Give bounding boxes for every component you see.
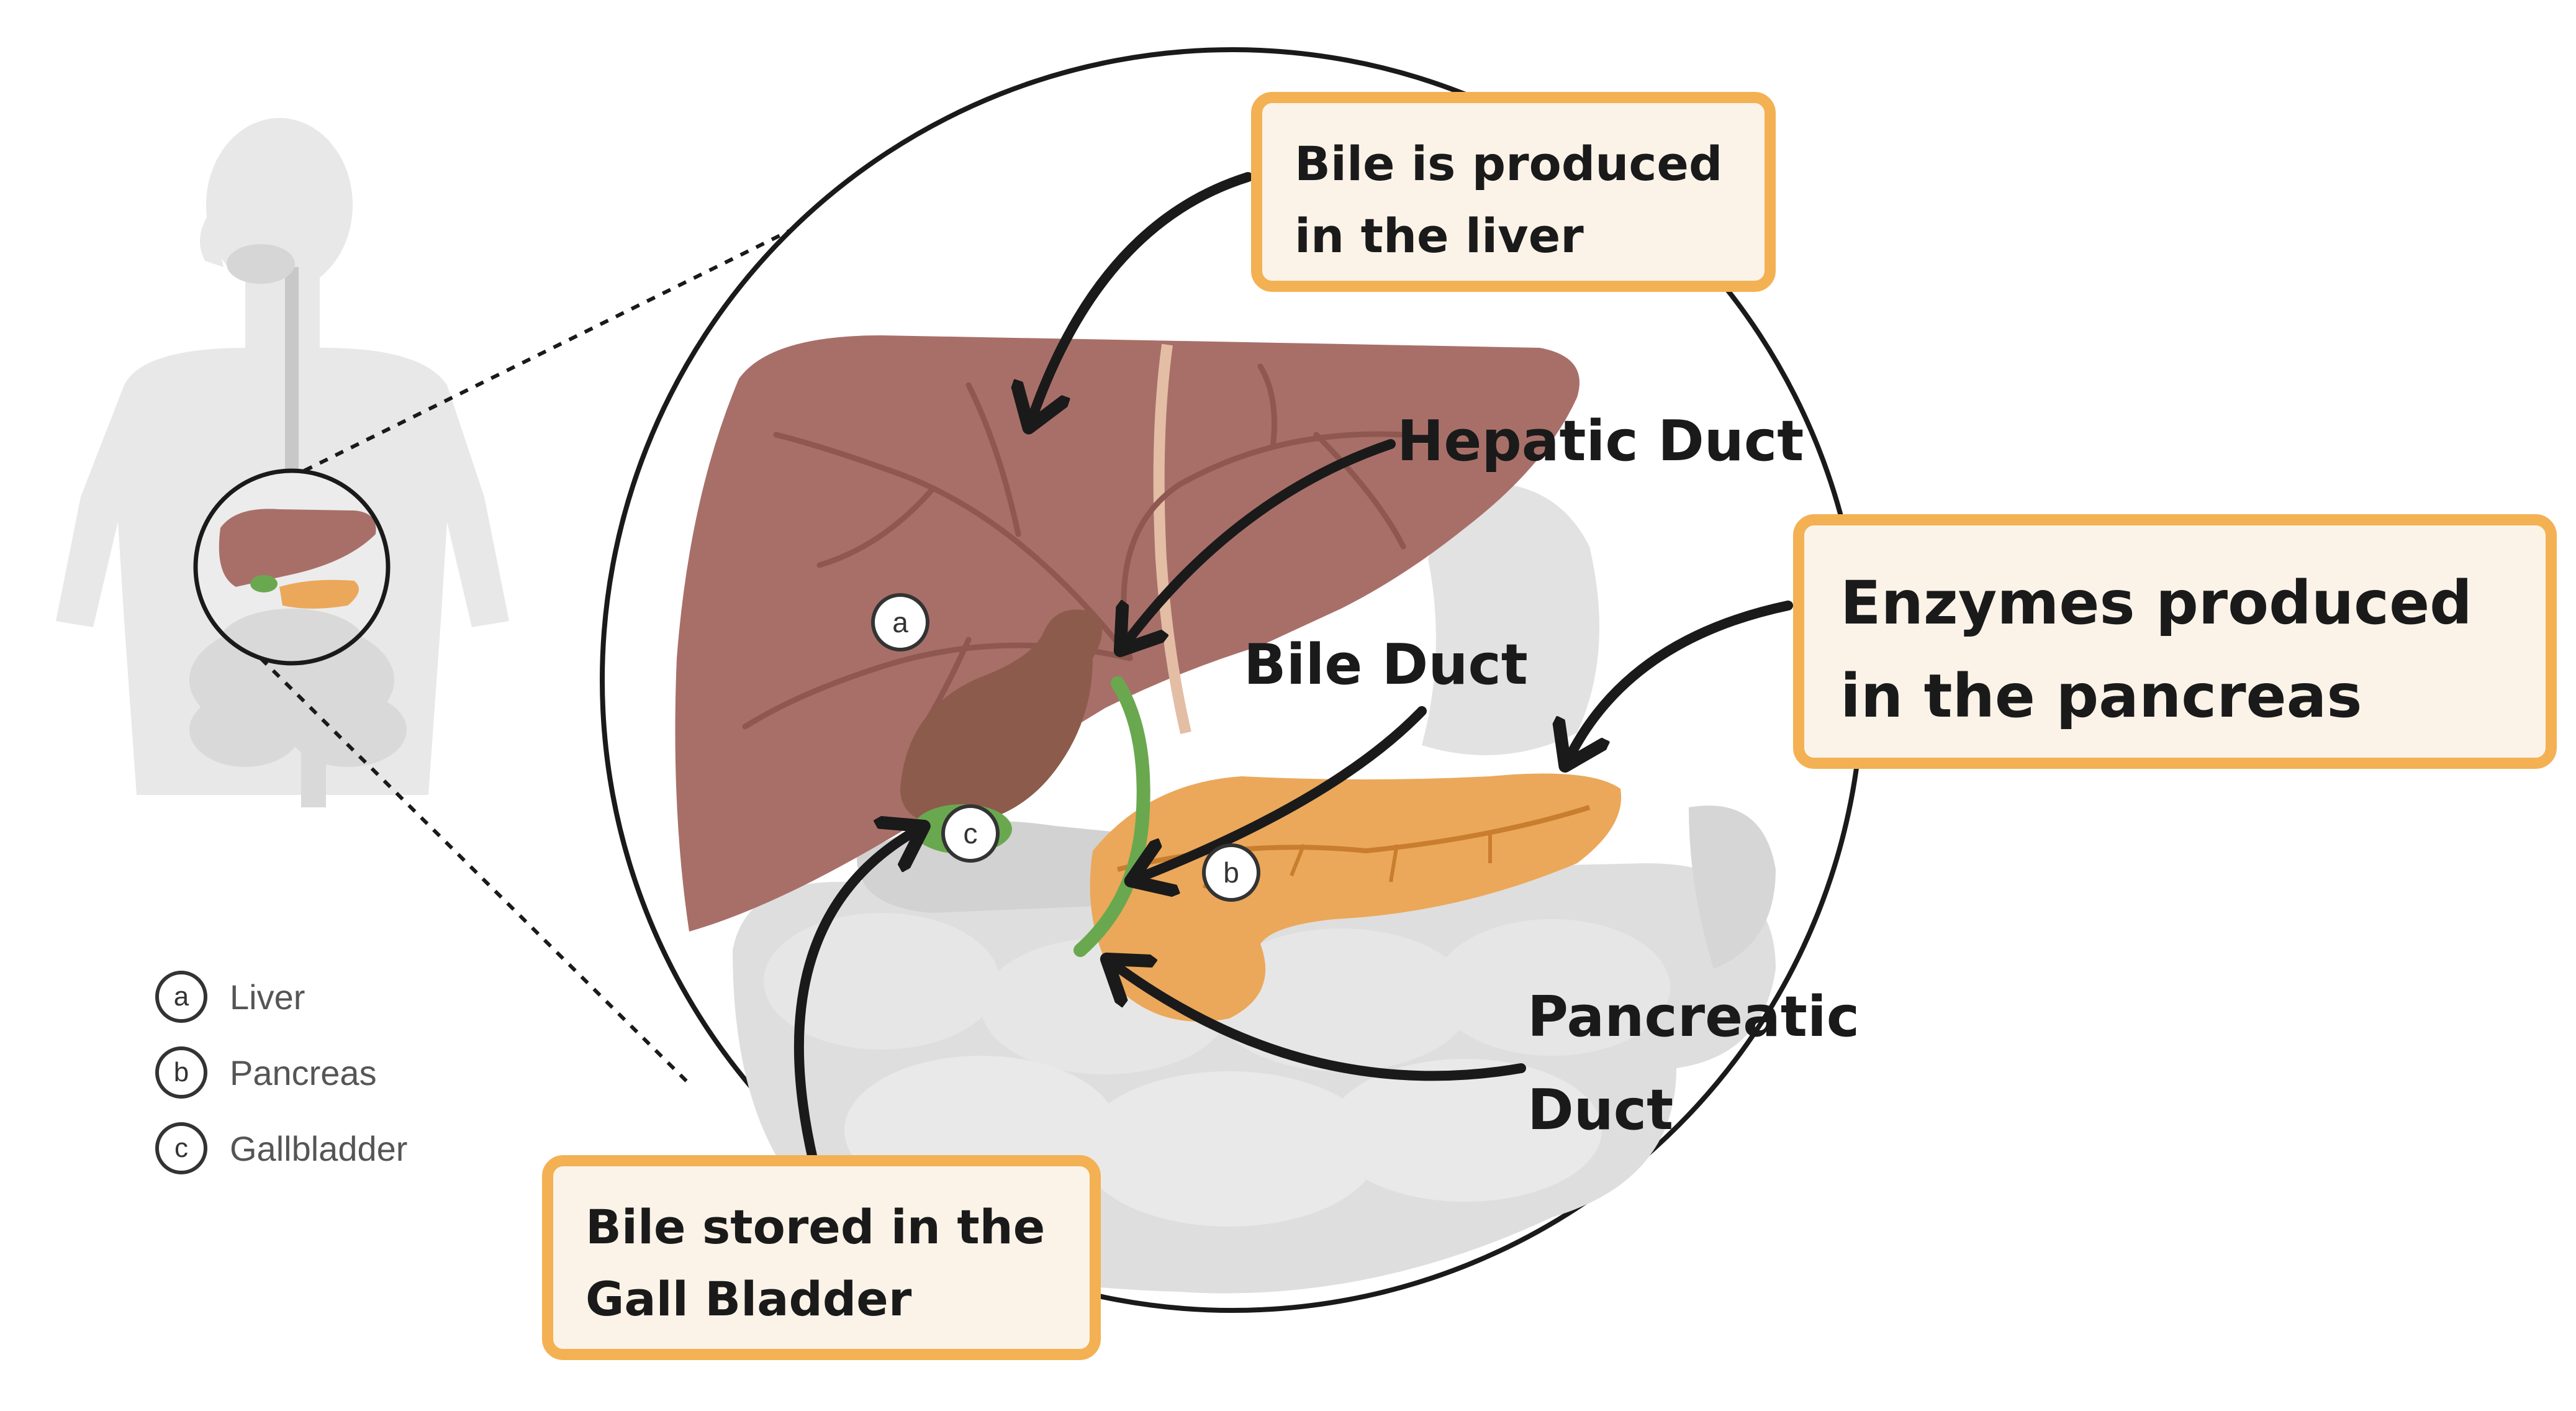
hepatic-duct-label: Hepatic Duct [1397, 409, 1804, 474]
liver-callout: Bile is produced in the liver [1251, 92, 1776, 292]
bile-duct-label: Bile Duct [1244, 632, 1528, 697]
legend-label-pancreas: Pancreas [230, 1053, 377, 1092]
pancreatic-duct-label-line-1: Pancreatic [1527, 984, 1860, 1050]
legend-badge-b: b [155, 1046, 207, 1099]
arrow-to-pancreas [1568, 601, 1793, 761]
pancreas-callout: Enzymes produced in the pancreas [1793, 514, 2557, 769]
arrow-to-pancreatic-duct [1111, 963, 1526, 1081]
pancreas-callout-line-2: in the pancreas [1840, 661, 2362, 731]
arrow-to-liver [1031, 172, 1253, 422]
pancreas-marker: b [1202, 843, 1260, 902]
mini-organ-view [193, 468, 391, 666]
liver-callout-line-2: in the liver [1295, 208, 1584, 263]
zoom-connector-lines [259, 196, 858, 1089]
pancreas-callout-line-1: Enzymes produced [1840, 568, 2472, 638]
gallbladder-callout-line-1: Bile stored in the [585, 1199, 1046, 1254]
bile-duct-icon [1073, 676, 1150, 957]
legend-badge-c: c [155, 1122, 207, 1174]
legend-label-liver: Liver [230, 977, 305, 1017]
esophagus-icon [227, 244, 299, 472]
liver-marker: a [871, 593, 929, 651]
legend-label-gallbladder: Gallbladder [230, 1128, 408, 1168]
stomach-icon [1422, 483, 1599, 755]
gallbladder-marker: c [941, 804, 1000, 863]
gallbladder-callout-line-2: Gall Bladder [585, 1271, 912, 1327]
legend-item-liver: a Liver [155, 971, 305, 1023]
liver-callout-line-1: Bile is produced [1295, 136, 1723, 191]
legend-item-pancreas: b Pancreas [155, 1046, 377, 1099]
pointer-arrows [793, 172, 1793, 1166]
gallbladder-callout: Bile stored in the Gall Bladder [542, 1155, 1101, 1360]
pancreatic-duct-label-line-2: Duct [1527, 1078, 1674, 1143]
legend-badge-a: a [155, 971, 207, 1023]
arrow-to-bile-duct [1136, 706, 1427, 879]
arrow-to-hepatic-duct [1124, 439, 1396, 646]
arrow-to-gallbladder [793, 829, 919, 1166]
legend-item-gallbladder: c Gallbladder [155, 1122, 407, 1174]
